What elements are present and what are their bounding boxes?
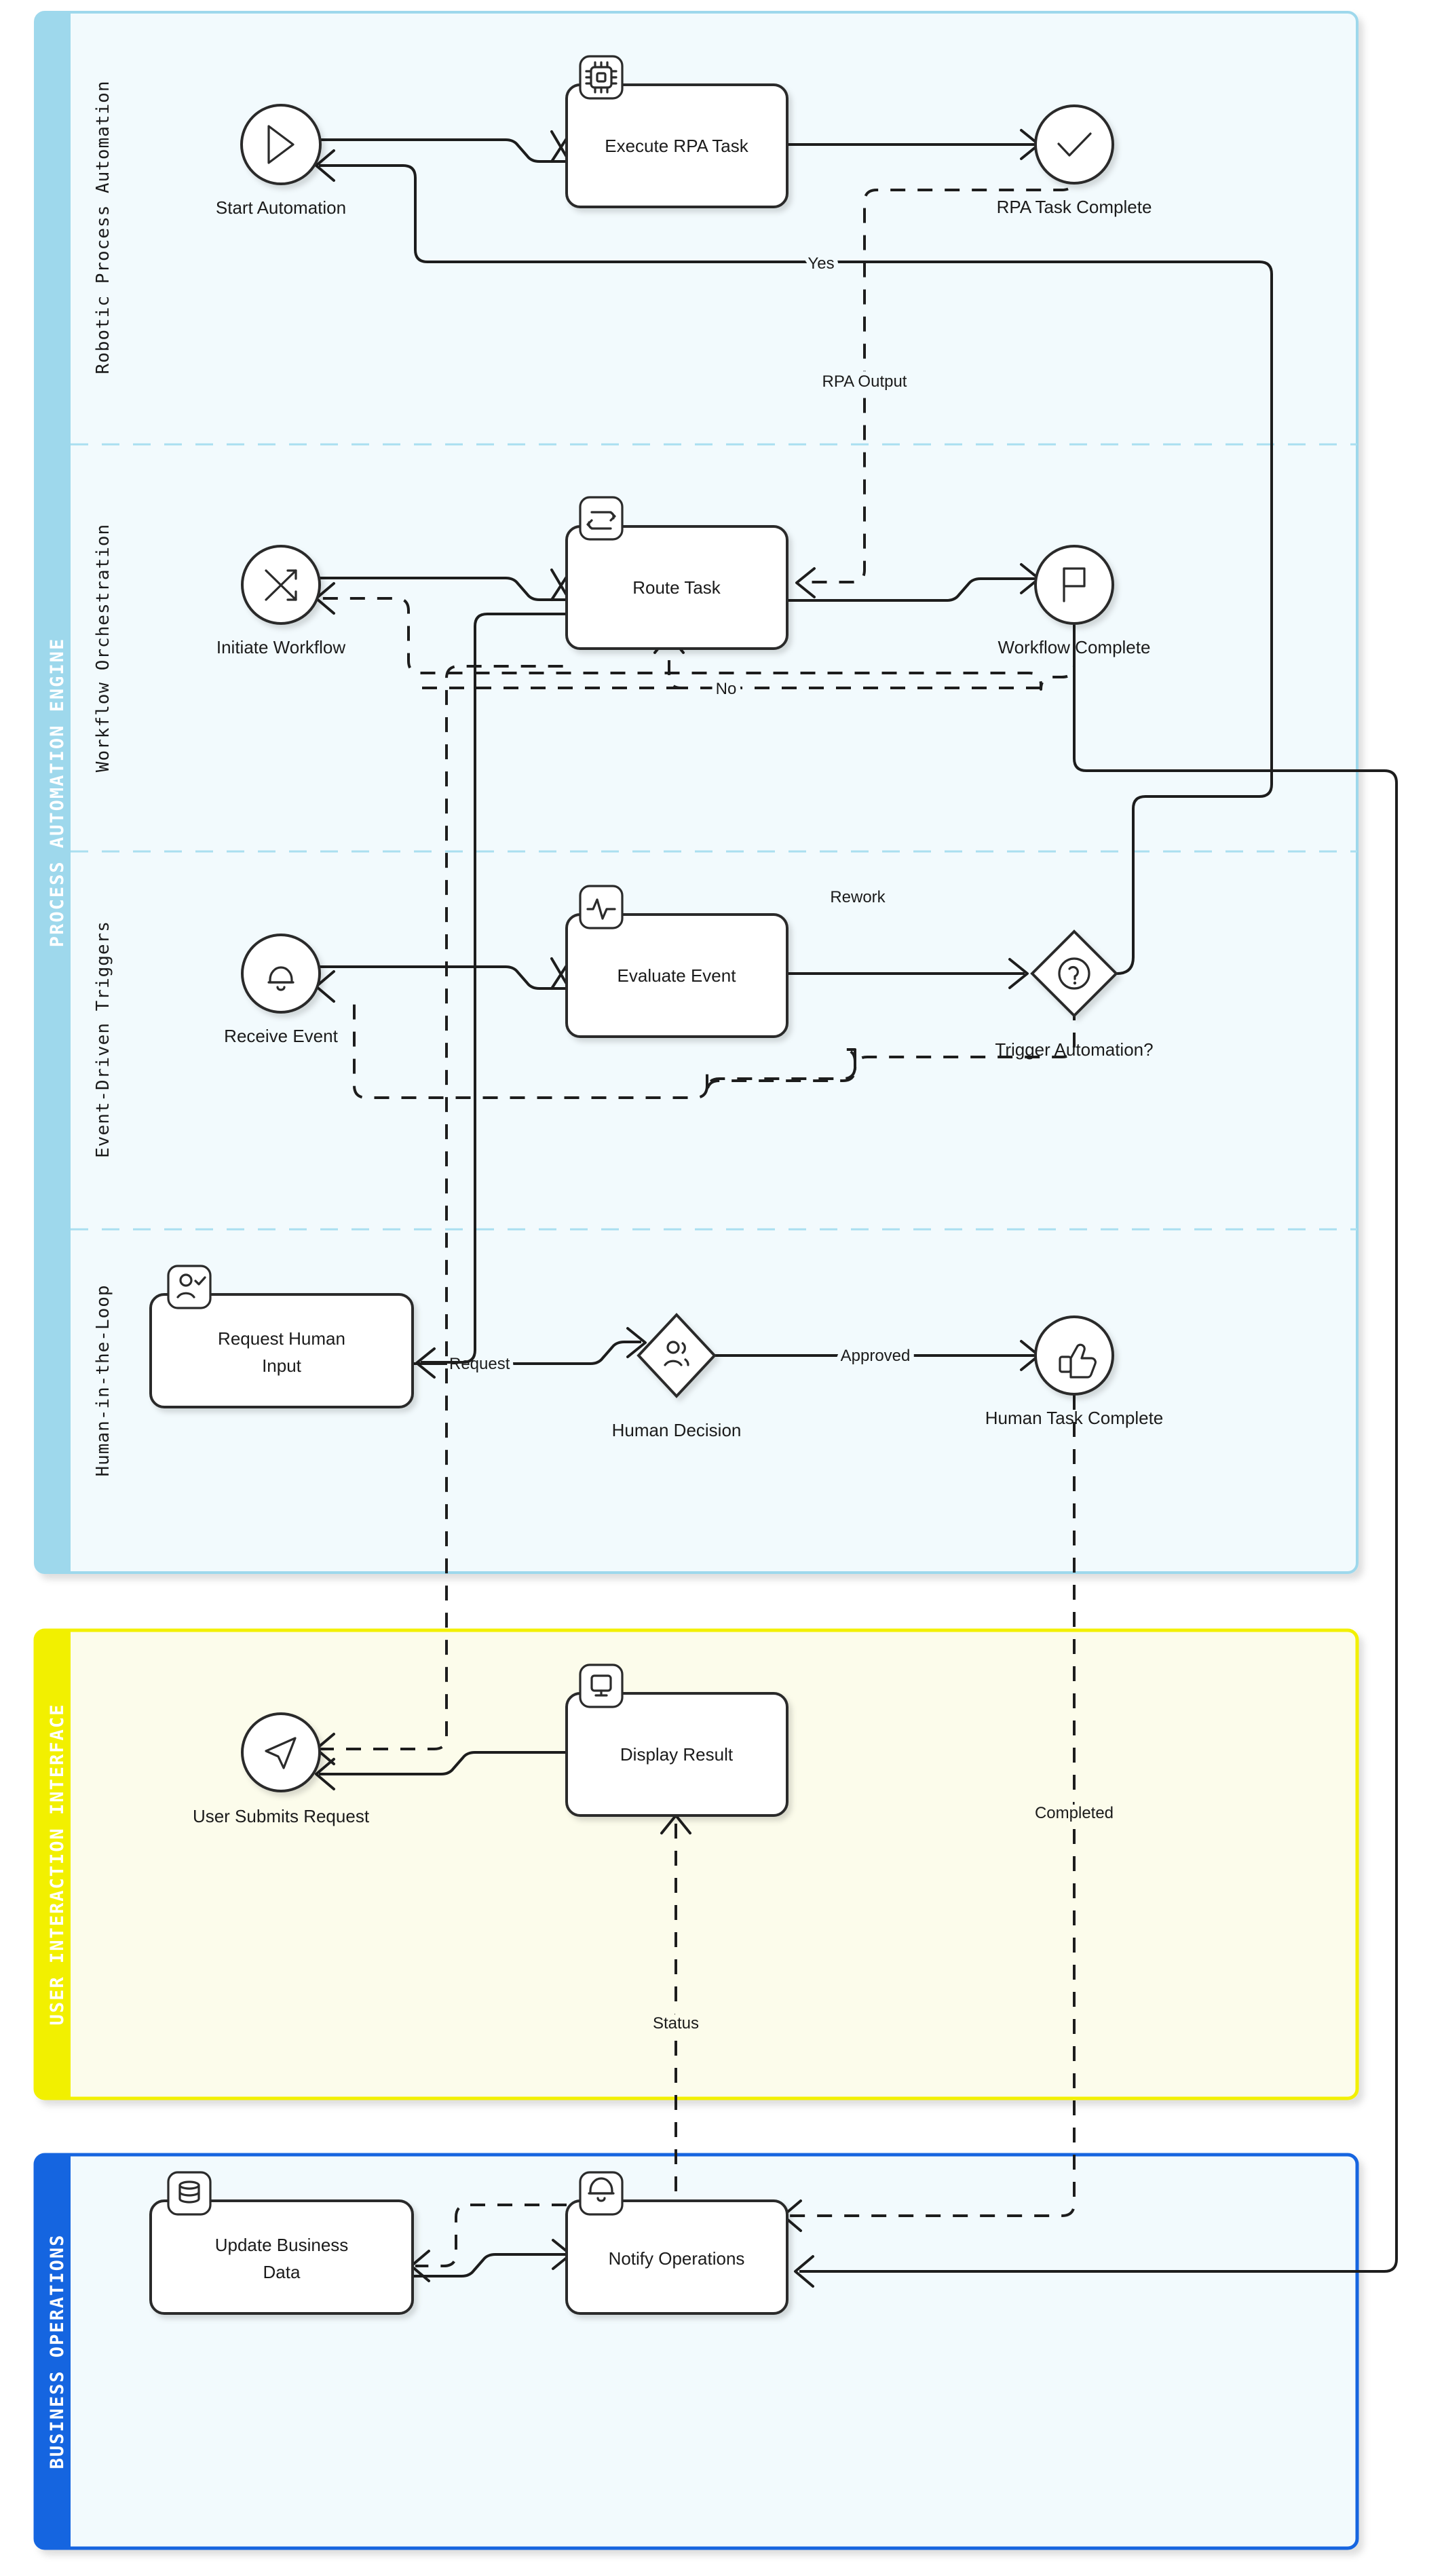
node-label: Trigger Automation? (995, 1039, 1153, 1060)
user-check-icon (176, 1273, 206, 1299)
node-display-result[interactable]: Display Result (565, 1664, 788, 1817)
node-human-task-complete[interactable]: Human Task Complete (985, 1315, 1164, 1428)
edge-label-rpa-output: RPA Output (822, 372, 907, 391)
repeat-icon (586, 511, 616, 530)
thumbs-up-icon (1059, 1343, 1097, 1379)
edge-start-to-execute (319, 138, 567, 163)
edge-initiate-to-route (319, 577, 567, 601)
arrowhead (315, 149, 335, 182)
node-evaluate-event[interactable]: Evaluate Event (565, 885, 788, 1038)
node-update-business-data[interactable]: Update Business Data (149, 2171, 414, 2315)
node-label: Human Task Complete (985, 1408, 1164, 1428)
edge-trigger-to-start (319, 164, 1273, 975)
node-request-human-input[interactable]: Request Human Input (149, 1265, 414, 1408)
node-label: Human Decision (612, 1420, 742, 1440)
edge-rework-tail (353, 997, 856, 1099)
edge-label-status: Status (653, 2014, 699, 2033)
node-receive-event[interactable]: Receive Event (224, 934, 339, 1046)
node-label-line2: Data (263, 2262, 301, 2282)
pool-title-business-operations: BUSINESS OPERATIONS (47, 2234, 68, 2469)
node-trigger-automation[interactable]: Trigger Automation? (995, 929, 1154, 1060)
node-label: Workflow Complete (998, 637, 1151, 657)
shuffle-icon (265, 569, 297, 601)
edge-label-approved: Approved (841, 1347, 911, 1365)
activity-icon (586, 898, 616, 920)
arrowhead (794, 2255, 814, 2288)
node-label-line1: Update Business (215, 2235, 349, 2255)
arrowhead (626, 1327, 647, 1358)
edge-updatebiz-to-notifyops (413, 2253, 567, 2277)
node-label: Start Automation (216, 197, 346, 218)
arrowhead (315, 1758, 335, 1790)
pool-user-interaction-interface: USER INTERACTION INTERFACE (33, 1628, 1359, 2100)
database-icon (178, 2180, 200, 2204)
lane-title-human-in-the-loop: Human-in-the-Loop (93, 1284, 113, 1476)
node-label: Notify Operations (609, 2248, 745, 2269)
node-rpa-task-complete[interactable]: RPA Task Complete (997, 104, 1152, 217)
edge-routetask-to-requesthuman (421, 613, 567, 1364)
node-label-line2: Input (262, 1356, 302, 1376)
node-label: Receive Event (224, 1026, 338, 1046)
lane-title-event-driven-triggers: Event-Driven Triggers (93, 921, 113, 1158)
question-icon (1058, 957, 1090, 990)
send-icon (265, 1737, 297, 1769)
lane-title-robotic-process-automation: Robotic Process Automation (93, 81, 113, 374)
flag-icon (1063, 567, 1086, 602)
arrowhead (415, 1347, 436, 1379)
node-route-task[interactable]: Route Task (565, 496, 788, 650)
node-human-decision[interactable]: Human Decision (612, 1313, 742, 1440)
users-icon (664, 1341, 689, 1366)
edge-workflowcomplete-to-initiate (319, 597, 1076, 691)
node-label: Initiate Workflow (216, 637, 345, 657)
bell-icon (588, 2177, 615, 2202)
edge-label-request: Request (449, 1355, 510, 1373)
edge-receive-to-evaluate (319, 965, 567, 990)
edge-trigger-to-receive (854, 1005, 1076, 1071)
lane-title-workflow-orchestration: Workflow Orchestration (93, 524, 113, 772)
pool-process-automation-engine: PROCESS AUTOMATION ENGINE Robotic Proces… (34, 11, 1358, 1574)
node-label: RPA Task Complete (997, 197, 1152, 217)
edge-workflowcomplete-to-notifyops (799, 625, 1398, 2273)
edge-requesthuman-to-humandecision (413, 1341, 641, 1365)
node-label-line1: Request Human (218, 1328, 345, 1349)
edge-rework-run (706, 1048, 856, 1092)
node-initiate-workflow[interactable]: Initiate Workflow (216, 545, 345, 657)
pool-title-process-automation-engine: PROCESS AUTOMATION ENGINE (47, 638, 68, 947)
node-start-automation[interactable]: Start Automation (216, 104, 346, 218)
edge-label-completed: Completed (1035, 1804, 1114, 1822)
monitor-icon (590, 1674, 612, 1697)
check-icon (1057, 132, 1092, 157)
edge-usersubmits-to-routetask (319, 665, 567, 1750)
edge-route-to-workflowcomplete (787, 577, 1036, 602)
edge-notifyops-to-updatebiz (415, 2204, 567, 2267)
arrowhead (1008, 958, 1029, 989)
edge-humantaskcomplete-to-notifyops (787, 1395, 1076, 2217)
arrowhead (795, 567, 816, 598)
node-label: User Submits Request (193, 1806, 370, 1826)
node-workflow-complete[interactable]: Workflow Complete (998, 545, 1151, 657)
node-execute-rpa-task[interactable]: Execute RPA Task (565, 55, 788, 208)
bell-icon (267, 966, 294, 991)
node-user-submits-request[interactable]: User Submits Request (193, 1712, 370, 1826)
node-label: Execute RPA Task (605, 136, 748, 156)
node-label: Display Result (620, 1744, 734, 1765)
cpu-chip-icon (585, 61, 618, 94)
edge-displayresult-to-usersubmits (319, 1751, 567, 1775)
edge-label-rework: Rework (830, 888, 886, 906)
node-label: Route Task (632, 577, 721, 598)
edge-rpacomplete-to-routetask (801, 164, 1076, 583)
node-notify-operations[interactable]: Notify Operations (565, 2171, 788, 2315)
edge-label-yes: Yes (808, 254, 834, 273)
pool-title-user-interaction-interface: USER INTERACTION INTERFACE (47, 1704, 68, 2026)
edge-label-no: No (716, 680, 737, 698)
node-label: Evaluate Event (618, 965, 737, 986)
play-icon (267, 125, 294, 164)
